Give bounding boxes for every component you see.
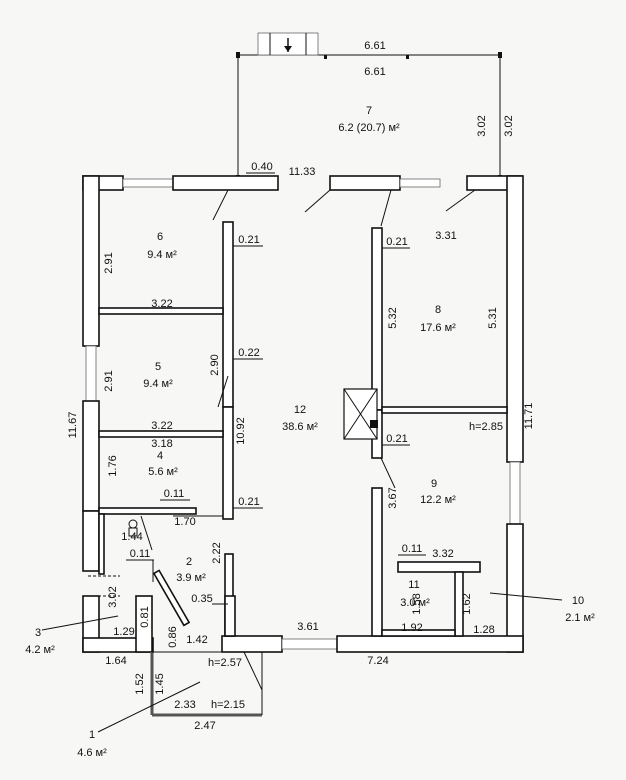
dim-label: 11.71 [523, 403, 535, 430]
dim-label: 5.31 [487, 307, 499, 328]
dim-label: 3.02 [476, 115, 488, 136]
dim-label: 2.33 [174, 699, 195, 711]
dim-label: h=2.85 [469, 421, 503, 433]
dim-label: 11.33 [289, 166, 316, 178]
dim-label: 1.42 [186, 634, 207, 646]
room-7-area: 6.2 (20.7) м² [338, 122, 400, 134]
dim-label: 0.21 [238, 234, 259, 246]
room-4-number: 4 [157, 450, 163, 462]
dim-label: 1.52 [134, 673, 146, 694]
room-12-number: 12 [294, 404, 306, 416]
dim-label: 5.32 [387, 307, 399, 328]
dim-label: 2.90 [209, 354, 221, 375]
dim-label: 3.22 [151, 420, 172, 432]
dim-label: 0.81 [139, 606, 151, 627]
room-8-number: 8 [435, 304, 441, 316]
room-4-area: 5.6 м² [148, 466, 178, 478]
room-1-number: 1 [89, 729, 95, 741]
dim-label: 3.31 [435, 230, 456, 242]
terrace-outline [236, 32, 502, 181]
room-2-number: 2 [186, 556, 192, 568]
dim-label: 2.91 [103, 370, 115, 391]
dim-label: 0.86 [167, 626, 179, 647]
dim-label: 3.67 [387, 487, 399, 508]
dim-label: 0.22 [238, 347, 259, 359]
dim-label: 2.91 [103, 252, 115, 273]
dim-label: 0.21 [238, 496, 259, 508]
room-12-area: 38.6 м² [282, 421, 318, 433]
dim-label: 0.40 [251, 161, 272, 173]
room-6-number: 6 [157, 231, 163, 243]
dim-label: 3.61 [297, 621, 318, 633]
dim-label: 1.76 [107, 455, 119, 476]
dim-label: 0.11 [164, 488, 185, 500]
dim-label: 2.22 [211, 542, 223, 563]
room-5-number: 5 [155, 361, 161, 373]
leader-lines [41, 592, 563, 733]
dim-label: 3.02 [107, 586, 119, 607]
dim-label: 0.21 [386, 433, 407, 445]
room-5-area: 9.4 м² [143, 378, 173, 390]
room-8-area: 17.6 м² [420, 322, 456, 334]
dim-label: 0.21 [386, 236, 407, 248]
dim-label: 2.47 [194, 720, 215, 732]
dim-label: 0.11 [402, 543, 423, 555]
room-11-area: 3.0 м² [400, 597, 430, 609]
dim-label: 1.70 [174, 516, 195, 528]
dim-label: h=2.15 [211, 699, 245, 711]
dim-label: 3.02 [503, 115, 515, 136]
dim-label: 6.61 [364, 66, 385, 78]
dim-label: 3.32 [432, 548, 453, 560]
dimension-labels: 6.61 6.61 3.02 3.02 0.40 11.33 2.91 0.21… [67, 40, 535, 732]
dim-label: 11.67 [67, 412, 79, 439]
room-3-area: 4.2 м² [25, 644, 55, 656]
dim-label: 1.28 [473, 624, 494, 636]
dim-label: 1.92 [401, 622, 422, 634]
room-10-number: 10 [572, 595, 584, 607]
interior-walls [88, 189, 508, 637]
room-7-number: 7 [366, 105, 372, 117]
dim-label: 0.35 [191, 593, 212, 605]
room-labels: 7 6.2 (20.7) м² 6 9.4 м² 5 9.4 м² 4 5.6 … [25, 105, 595, 759]
dim-label: 1.45 [154, 673, 166, 694]
dim-label: 1.62 [461, 593, 473, 614]
dim-label: 1.64 [105, 655, 126, 667]
room-9-number: 9 [431, 478, 437, 490]
dim-label: 3.18 [151, 438, 172, 450]
porch [150, 651, 263, 717]
room-11-number: 11 [408, 579, 419, 591]
dim-label: 3.22 [151, 298, 172, 310]
dim-label: 1.29 [113, 626, 134, 638]
room-9-area: 12.2 м² [420, 494, 456, 506]
room-2-area: 3.9 м² [176, 572, 206, 584]
dim-label: 6.61 [364, 40, 385, 52]
room-10-area: 2.1 м² [565, 612, 595, 624]
room-1-area: 4.6 м² [77, 747, 107, 759]
dim-label: 7.24 [367, 655, 388, 667]
room-3-number: 3 [35, 627, 41, 639]
dim-label: 1.44 [121, 531, 142, 543]
room-6-area: 9.4 м² [147, 249, 177, 261]
dim-label: 0.11 [130, 548, 151, 560]
outer-walls [82, 175, 524, 653]
dim-label: h=2.57 [208, 657, 242, 669]
dim-label: 10.92 [235, 417, 247, 445]
dim-label: 1.58 [411, 593, 423, 614]
